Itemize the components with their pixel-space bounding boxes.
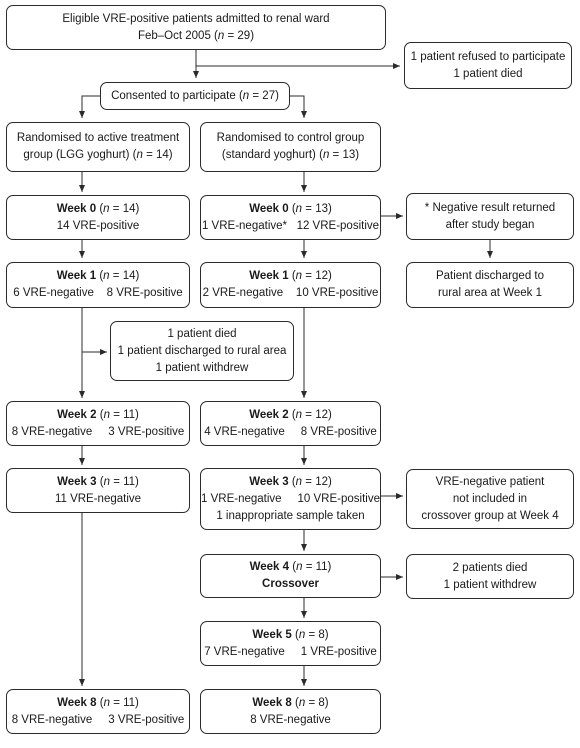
active-week8-n: (n = 11) [99,696,139,709]
control-week2-head: Week 2 [249,408,289,421]
control-week3-box: Week 3 (n = 12) 1 VRE-negative 10 VRE-po… [200,468,381,530]
crossnote-line-2: not included in [452,492,528,505]
negnote-line-2: after study began [445,218,535,231]
control-week1-line: 2 VRE-negative 10 VRE-positive [202,287,379,299]
eligible-box: Eligible VRE-positive patients admitted … [6,5,386,50]
active-week1-line: 6 VRE-negative 8 VRE-positive [13,287,183,299]
control-week2-box: Week 2 (n = 12) 4 VRE-negative 8 VRE-pos… [200,401,381,446]
active-week1-head: Week 1 [56,270,97,282]
consented-label: Consented to participate (n = 27) [111,89,279,102]
control-line-2: (standard yoghurt) (n = 13) [221,149,360,161]
control-week3-line: 1 VRE-negative 10 VRE-positive [201,492,380,505]
control-week2-line: 4 VRE-negative 8 VRE-positive [204,425,377,438]
active-week8-box: Week 8 (n = 11) 8 VRE-negative 3 VRE-pos… [6,689,190,734]
dropout2-line-2: 1 patient withdrew [443,578,537,591]
control-week3-line2: 1 inappropriate sample taken [216,509,365,522]
active-week3-box: Week 3 (n = 11) 11 VRE-negative [6,468,190,513]
active-week1-n: (n = 14) [99,270,140,282]
control-week4-n: (n = 11) [292,561,332,573]
active-week2-head: Week 2 [57,408,97,421]
eligible-line-2: Feb–Oct 2005 (n = 29) [137,29,255,42]
consented-box: Consented to participate (n = 27) [100,82,290,110]
active-week2-n: (n = 11) [99,408,139,421]
control-week4-line: Crossover [262,578,319,590]
control-week0-n: (n = 13) [291,202,332,215]
control-line-1: Randomised to control group [216,132,365,144]
active-week2-box: Week 2 (n = 11) 8 VRE-negative 3 VRE-pos… [6,401,190,446]
control-week5-n: (n = 8) [295,628,329,641]
negnote-line-1: * Negative result returned [424,201,556,214]
control-week4-head: Week 4 [249,561,290,573]
active-week0-n: (n = 14) [99,202,140,215]
active-week3-n: (n = 11) [99,475,139,488]
discharged-line-2: rural area at Week 1 [438,287,542,299]
control-week8-n: (n = 8) [295,696,329,709]
active-week0-head: Week 0 [56,202,97,215]
arrow-to-active [79,95,100,118]
active-line-1: Randomised to active treatment [16,132,180,144]
active-week8-head: Week 8 [57,696,97,709]
dropout2-line-1: 2 patients died [452,561,528,574]
crossnote-line-1: VRE-negative patient [435,475,545,488]
control-week2-n: (n = 12) [291,408,332,421]
refused-line-2: 1 patient died [453,67,523,80]
control-week8-line: 8 VRE-negative [250,713,331,726]
control-week1-head: Week 1 [249,270,289,282]
active-week8-line: 8 VRE-negative 3 VRE-positive [11,713,185,726]
control-week5-line: 7 VRE-negative 1 VRE-positive [204,645,377,658]
active-week2-line: 8 VRE-negative 3 VRE-positive [11,425,185,438]
negative-note-box: * Negative result returned after study b… [406,193,574,240]
refused-line-1: 1 patient refused to participate [410,50,566,63]
control-week5-box: Week 5 (n = 8) 7 VRE-negative 1 VRE-posi… [200,621,381,666]
dropout1-line-3: 1 patient withdrew [155,361,249,374]
control-week3-head: Week 3 [249,475,289,488]
control-group-box: Randomised to control group (standard yo… [200,122,381,172]
eligible-line-1: Eligible VRE-positive patients admitted … [62,12,330,25]
discharged-note-box: Patient discharged to rural area at Week… [406,262,574,308]
control-week5-head: Week 5 [252,628,292,641]
refused-box: 1 patient refused to participate 1 patie… [404,42,572,89]
dropout1-box: 1 patient died 1 patient discharged to r… [110,321,294,381]
crossnote-line-3: crossover group at Week 4 [421,509,559,522]
control-week4-box: Week 4 (n = 11) Crossover [200,554,381,598]
dropout2-box: 2 patients died 1 patient withdrew [406,554,574,599]
active-week0-line: 14 VRE-positive [56,219,140,232]
control-week0-head: Week 0 [249,202,289,215]
arrow-to-control [290,95,307,118]
active-week3-line: 11 VRE-negative [54,492,142,505]
active-line-2: group (LGG yoghurt) (n = 14) [23,149,173,161]
discharged-line-1: Patient discharged to [435,270,545,282]
active-week3-head: Week 3 [57,475,97,488]
control-week3-n: (n = 12) [291,475,332,488]
dropout1-line-2: 1 patient discharged to rural area [117,344,287,357]
control-week1-n: (n = 12) [291,270,332,282]
crossover-note-box: VRE-negative patient not included in cro… [406,469,574,529]
control-week8-box: Week 8 (n = 8) 8 VRE-negative [200,689,381,734]
dropout1-line-1: 1 patient died [167,327,237,340]
control-week8-head: Week 8 [252,696,292,709]
active-group-box: Randomised to active treatment group (LG… [6,122,190,172]
control-week0-line: 1 VRE-negative* 12 VRE-positive [201,219,380,232]
active-week0-box: Week 0 (n = 14) 14 VRE-positive [6,195,190,240]
control-week1-box: Week 1 (n = 12) 2 VRE-negative 10 VRE-po… [200,262,381,308]
active-week1-box: Week 1 (n = 14) 6 VRE-negative 8 VRE-pos… [6,262,190,308]
control-week0-box: Week 0 (n = 13) 1 VRE-negative* 12 VRE-p… [200,195,381,240]
